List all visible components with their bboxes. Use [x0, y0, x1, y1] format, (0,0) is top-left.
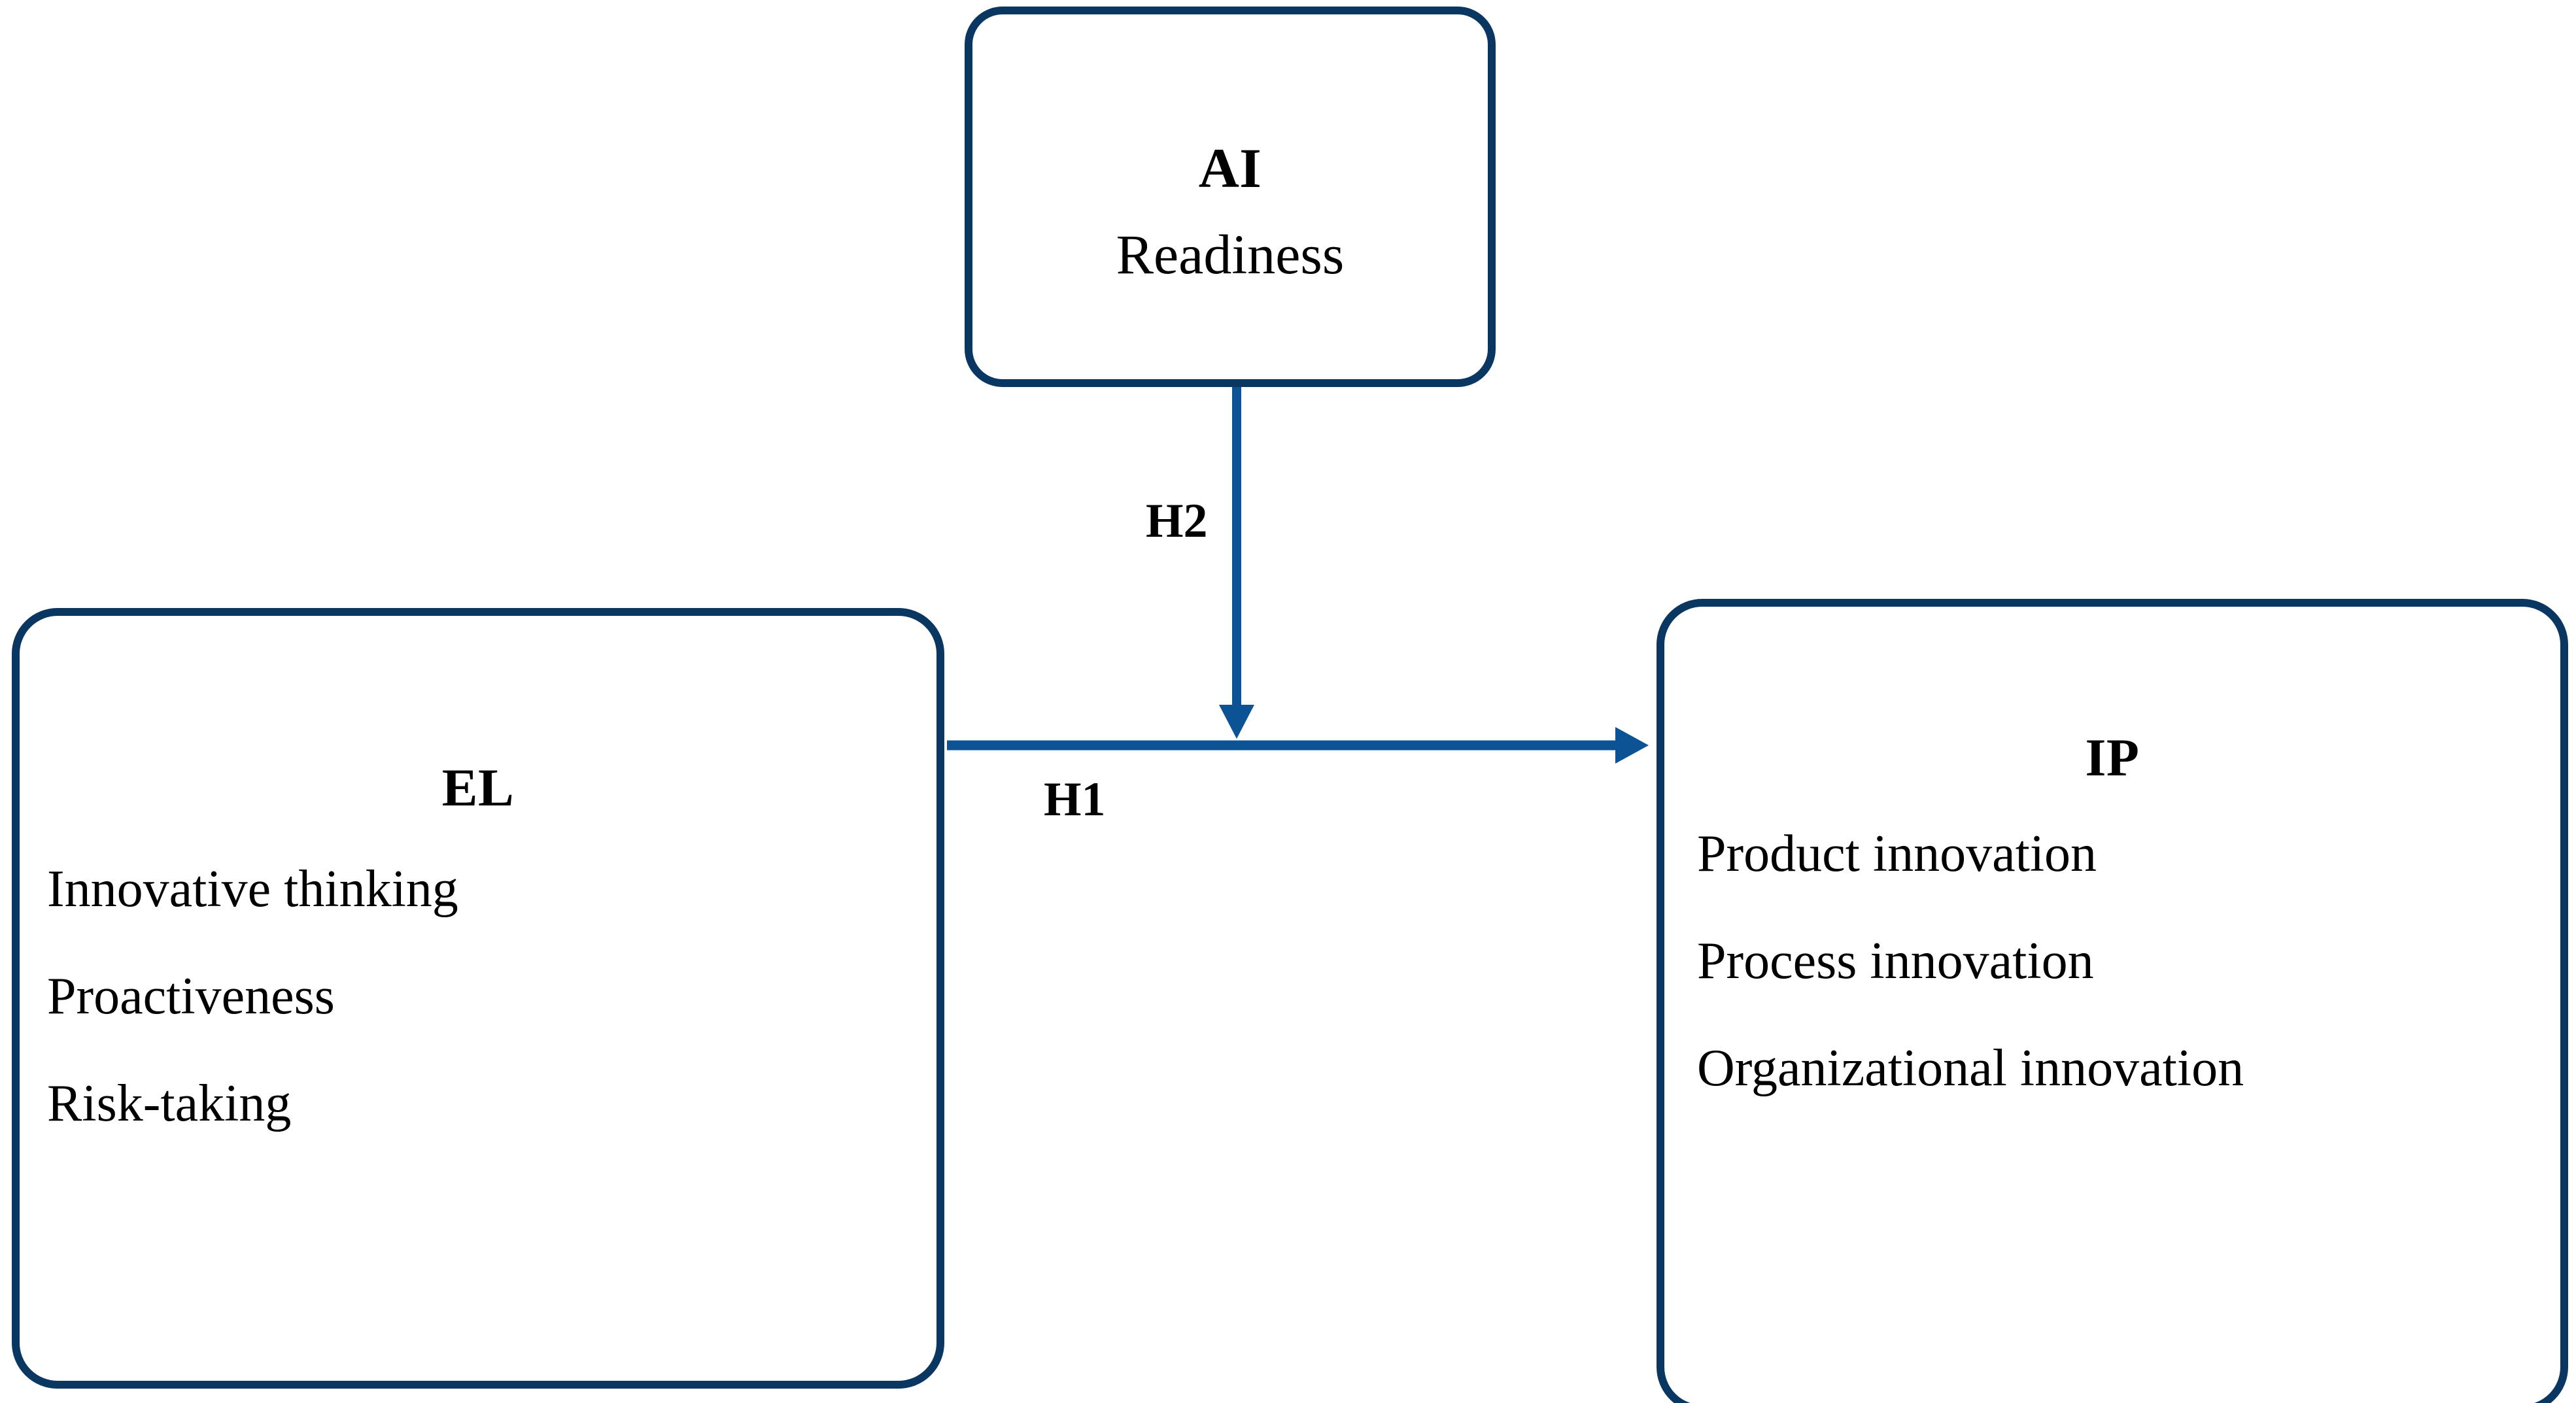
- node-title-el: EL: [441, 758, 515, 817]
- hypothesis-label-h2: H2: [1146, 494, 1208, 548]
- h2-arrow: [1219, 386, 1254, 739]
- list-item: Innovative thinking: [47, 860, 458, 918]
- list-item: Product innovation: [1697, 825, 2097, 883]
- node-box-ip[interactable]: IP Product innovation Process innovation…: [1657, 599, 2568, 1403]
- node-subtitle-ai-readiness: Readiness: [1116, 223, 1345, 286]
- node-title-ai: AI: [1198, 137, 1262, 199]
- list-item: Organizational innovation: [1697, 1040, 2244, 1097]
- node-item-list-ip: Product innovation Process innovation Or…: [1697, 828, 2244, 1149]
- list-item: Risk-taking: [47, 1075, 292, 1132]
- node-box-el[interactable]: EL Innovative thinking Proactiveness Ris…: [12, 608, 944, 1389]
- list-item: Process innovation: [1697, 932, 2094, 990]
- hypothesis-label-h1: H1: [1044, 773, 1106, 826]
- node-item-list-el: Innovative thinking Proactiveness Risk-t…: [47, 863, 458, 1185]
- node-title-ip: IP: [2085, 728, 2140, 787]
- list-item: Proactiveness: [47, 968, 335, 1025]
- node-box-ai-readiness[interactable]: AI Readiness: [965, 7, 1496, 387]
- h1-arrow-head: [1615, 727, 1649, 764]
- h2-arrow-head: [1219, 705, 1254, 739]
- h1-arrow: [947, 727, 1649, 764]
